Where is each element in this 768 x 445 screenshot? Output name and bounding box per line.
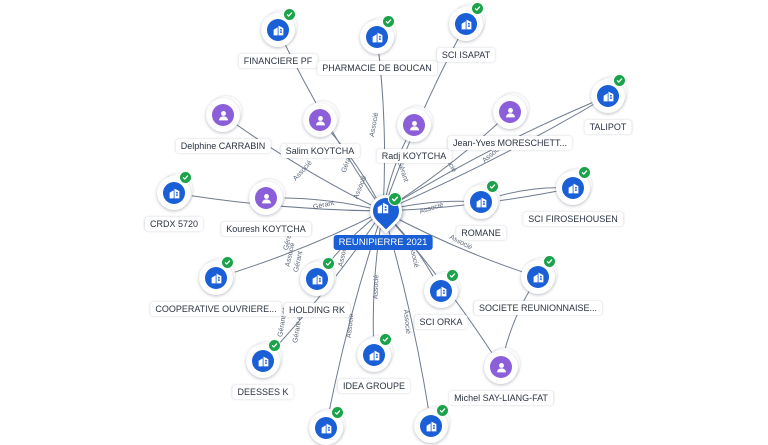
building-icon: [470, 191, 492, 213]
edge-label: Associé: [373, 274, 381, 299]
graph-edge: [222, 114, 384, 212]
node-label: Delphine CARRABIN: [175, 139, 271, 153]
node-label: Jean-Yves MORESCHETT...: [447, 136, 573, 150]
node-disc: [199, 261, 233, 295]
edge-label: Associé: [402, 309, 412, 334]
building-icon: [377, 202, 389, 214]
building-icon: [430, 280, 452, 302]
node-disc: [464, 185, 498, 219]
building-icon: [562, 177, 584, 199]
node-disc: [397, 108, 431, 142]
center-node-label: REUNIPIERRE 2021: [333, 235, 433, 250]
verified-check-icon: [179, 171, 192, 184]
user-icon: [499, 101, 521, 123]
building-icon: [527, 266, 549, 288]
graph-edge: [382, 95, 609, 212]
building-icon: [315, 417, 337, 439]
node-disc: [249, 181, 283, 215]
verified-check-icon: [331, 406, 344, 419]
node-label: FINANCIERE PF: [238, 54, 318, 68]
user-icon: [490, 356, 512, 378]
verified-check-icon: [436, 404, 449, 417]
edge-label: Associé: [407, 243, 419, 269]
verified-check-icon: [388, 192, 402, 206]
node-disc: [493, 95, 527, 129]
verified-check-icon: [322, 257, 335, 270]
node-label: IDEA GROUPE: [337, 379, 411, 393]
building-icon: [163, 182, 185, 204]
node-disc: [484, 350, 518, 384]
node-label: Michel SAY-LIANG-FAT: [449, 391, 553, 405]
edge-label: Gérant: [293, 250, 304, 272]
verified-check-icon: [543, 255, 556, 268]
node-disc: [360, 20, 394, 54]
node-label: SCI ORKA: [414, 315, 468, 329]
edge-label: Gérant: [283, 228, 294, 250]
verified-check-icon: [382, 15, 395, 28]
user-icon: [212, 104, 234, 126]
node-disc: [521, 260, 555, 294]
verified-check-icon: [221, 256, 234, 269]
verified-check-icon: [578, 166, 591, 179]
node-label: DEESSES K: [232, 385, 294, 399]
verified-check-icon: [283, 8, 296, 21]
node-disc: [424, 274, 458, 308]
node-label: Radj KOYTCHA: [376, 149, 452, 163]
user-icon: [255, 187, 277, 209]
verified-check-icon: [486, 180, 499, 193]
verified-check-icon: [379, 333, 392, 346]
node-label: Kouresh KOYTCHA: [221, 222, 311, 236]
node-disc: [206, 98, 240, 132]
node-disc: [357, 338, 391, 372]
edge-label: Associé: [369, 112, 380, 137]
node-disc: [261, 13, 295, 47]
edge-label: Gérant: [312, 200, 334, 211]
node-label: PHARMACIE DE BOUCAN: [317, 61, 437, 75]
edge-label: Associé: [285, 242, 297, 268]
building-icon: [205, 267, 227, 289]
node-label: Salim KOYTCHA: [280, 144, 360, 158]
building-icon: [252, 350, 274, 372]
edge-label: Associé: [353, 175, 369, 200]
building-icon: [366, 26, 388, 48]
building-icon: [420, 415, 442, 437]
user-icon: [309, 109, 331, 131]
building-icon: [597, 85, 619, 107]
building-icon: [455, 13, 477, 35]
node-label: ROMANE: [456, 226, 506, 240]
building-icon: [306, 268, 328, 290]
node-label: SCI FIROSEHOUSEN: [523, 212, 623, 226]
node-label: SOCIETE REUNIONNAISE...: [473, 301, 603, 315]
node-label: SCI ISAPAT: [436, 48, 496, 62]
verified-check-icon: [268, 339, 281, 352]
building-icon: [363, 344, 385, 366]
building-icon: [267, 19, 289, 41]
node-label: COOPERATIVE OUVRIERE...: [150, 302, 282, 316]
node-label: TALIPOT: [584, 120, 632, 134]
edge-label: Associé: [338, 242, 350, 268]
node-label: HOLDING RK: [283, 303, 351, 317]
graph-edge: [376, 36, 386, 212]
graph-edge: [215, 210, 384, 279]
verified-check-icon: [613, 74, 626, 87]
verified-check-icon: [471, 2, 484, 15]
edge-label: Associé: [346, 313, 356, 338]
node-disc: [303, 103, 337, 137]
verified-check-icon: [446, 269, 459, 282]
graph-edge: [382, 210, 539, 278]
node-label: CRDX 5720: [144, 217, 204, 231]
user-icon: [403, 114, 425, 136]
